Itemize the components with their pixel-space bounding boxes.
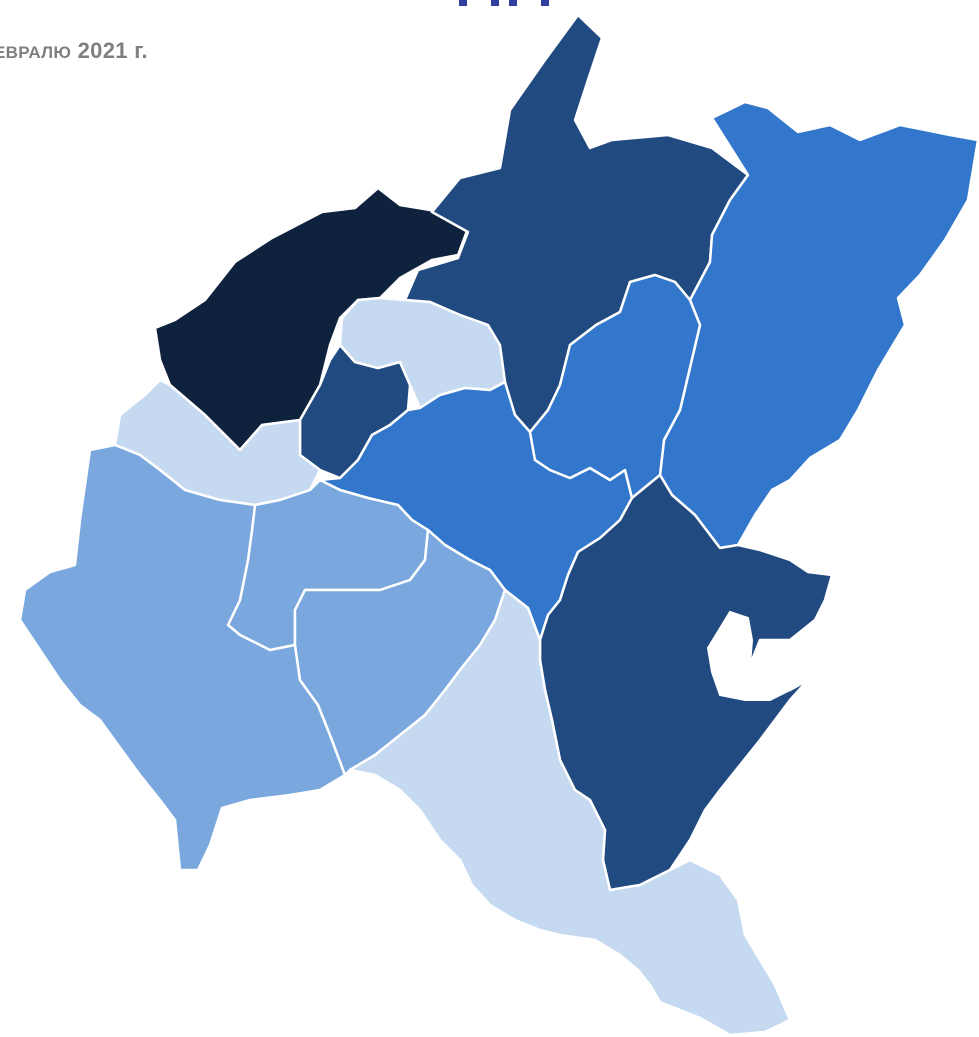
region-sw-large[interactable] <box>18 443 347 872</box>
subtitle-year: 2021 г. <box>77 38 148 63</box>
page-subtitle: ЕВРАЛЮ 2021 г. <box>0 38 148 64</box>
region-south-light[interactable] <box>348 588 792 1037</box>
region-east-central[interactable] <box>528 273 702 500</box>
subtitle-month: ЕВРАЛЮ <box>0 43 72 62</box>
